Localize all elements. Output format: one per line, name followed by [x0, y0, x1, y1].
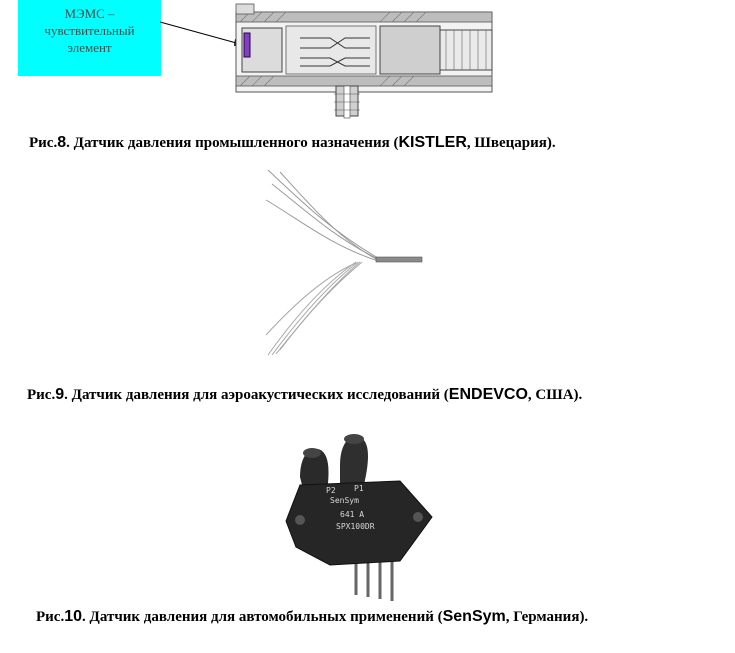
figure-8-prefix: Рис. [29, 135, 58, 151]
marking-maker: SenSym [330, 496, 359, 505]
mems-element [243, 32, 251, 58]
callout-line-1: МЭМС – [64, 6, 115, 21]
mount-hole-left [295, 515, 305, 525]
connector-section [379, 25, 441, 75]
mount-hole-right [413, 512, 423, 522]
lead-wires [265, 169, 379, 262]
callout-line-2: чувствительный [44, 23, 135, 38]
figure-10-country: , Германия). [505, 609, 589, 625]
figure-8-number: 8 [57, 134, 67, 151]
figure-10-brand: SenSym [442, 608, 506, 625]
figure-8-caption: Рис.8. Датчик давления промышленного наз… [29, 134, 556, 152]
figure-9-country: , США). [527, 387, 583, 403]
figure-8-country: , Швецария). [466, 135, 556, 151]
callout-line-3: элемент [67, 40, 112, 55]
figure-10-number: 10 [64, 608, 83, 625]
kistler-sensor-drawing [159, 3, 493, 119]
figure-10-text: . Датчик давления для автомобильных прим… [82, 609, 443, 625]
probe-tip [375, 256, 423, 263]
figure-8-text: . Датчик давления промышленного назначен… [66, 135, 399, 151]
hatching [239, 11, 427, 87]
figure-8-brand: KISTLER [398, 134, 467, 151]
marking-p2: P2 [326, 486, 336, 495]
figure-9-number: 9 [55, 386, 65, 403]
connector-thread [439, 29, 493, 71]
port-p2-opening [303, 448, 321, 458]
figure-10-prefix: Рис. [36, 609, 65, 625]
marking-p1: P1 [354, 484, 364, 493]
figure-9-brand: ENDEVCO [448, 386, 528, 403]
inner-chamber [285, 25, 377, 75]
mems-callout: МЭМС – чувствительный элемент [18, 0, 161, 76]
figure-9-text: . Датчик давления для аэроакустических и… [64, 387, 449, 403]
marking-model: 641 A [340, 510, 364, 519]
marking-part: SPX100DR [336, 522, 375, 531]
figure-10-caption: Рис.10. Датчик давления для автомобильны… [36, 608, 588, 626]
cable-bundle [265, 261, 363, 356]
figure-9-prefix: Рис. [27, 387, 56, 403]
figure-9-caption: Рис.9. Датчик давления для аэроакустичес… [27, 386, 582, 404]
sensym-sensor-drawing: P2 P1 SenSym 641 A SPX100DR [285, 434, 433, 601]
port-p1-tube [340, 436, 368, 495]
internal-wiring [300, 37, 370, 67]
port-p1-opening [344, 434, 364, 444]
callout-arrow [159, 21, 241, 45]
housing-bottom-wall [235, 75, 493, 87]
endevco-sensor-drawing [265, 169, 423, 356]
top-stub [235, 3, 255, 15]
thread-lines [445, 30, 487, 70]
sensor-body [285, 480, 433, 566]
housing-top-wall [235, 11, 493, 23]
